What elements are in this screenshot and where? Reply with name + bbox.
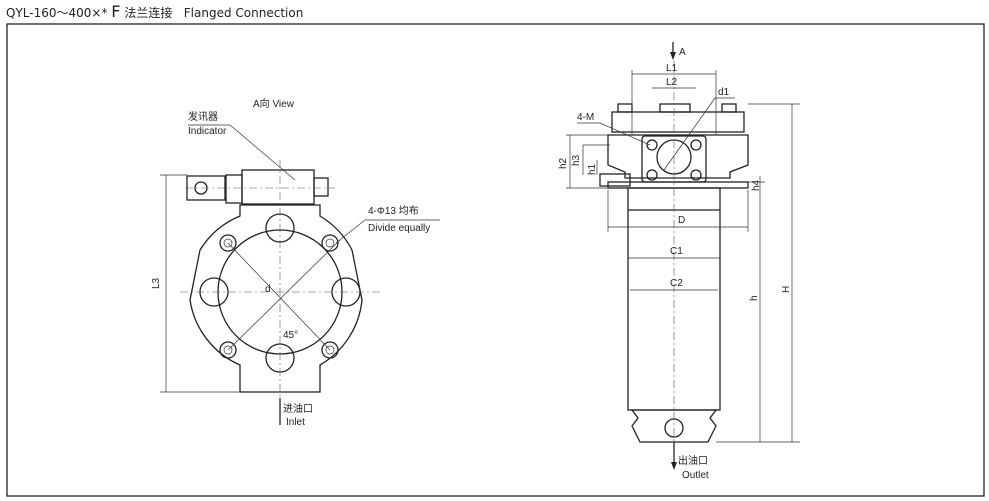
dim-d: d (265, 284, 271, 295)
inlet-label-cn: 进油口 (283, 402, 313, 415)
indicator-label-en: Indicator (188, 126, 227, 137)
indicator (186, 169, 329, 205)
model-number: QYL-160～400×* (6, 6, 108, 20)
outlet-label-en: Outlet (682, 470, 709, 481)
drawing-title: QYL-160～400×* F 法兰连接 Flanged Connection (6, 2, 303, 21)
title-cn: 法兰连接 (124, 6, 173, 20)
dim-L1: L1 (666, 63, 678, 74)
dim-D: D (678, 215, 685, 226)
inlet-label-en: Inlet (286, 417, 305, 428)
dim-h4: h4 (751, 179, 762, 191)
dim-H: H (781, 286, 792, 293)
dim-4M: 4-M (577, 112, 594, 123)
dim-h1: h1 (587, 163, 598, 175)
arrow-a-label: A (679, 47, 686, 58)
title-en: Flanged Connection (183, 6, 304, 20)
drawing-frame (6, 23, 985, 497)
front-view: A L1 L2 d1 4-M h2 (558, 42, 800, 481)
dim-h3: h3 (571, 154, 582, 166)
dim-h2: h2 (558, 157, 569, 169)
holes-label-en: Divide equally (368, 223, 430, 234)
dim-L2: L2 (666, 77, 678, 88)
holes-label: 4-Φ13 均布 (368, 205, 419, 217)
dim-C1: C1 (670, 246, 683, 257)
indicator-label-cn: 发讯器 (188, 110, 218, 123)
outlet-label-cn: 出油口 (678, 454, 708, 467)
view-label: A向 View (253, 97, 295, 110)
dim-d1: d1 (718, 87, 730, 98)
connection-code: F (111, 2, 121, 21)
top-view-a: A向 View 发讯器 Indicator d 45° 4-Φ13 均布 (151, 97, 440, 428)
angle-label: 45° (283, 330, 298, 341)
dim-h: h (749, 295, 760, 301)
dim-L3: L3 (151, 277, 162, 289)
dim-C2: C2 (670, 278, 683, 289)
